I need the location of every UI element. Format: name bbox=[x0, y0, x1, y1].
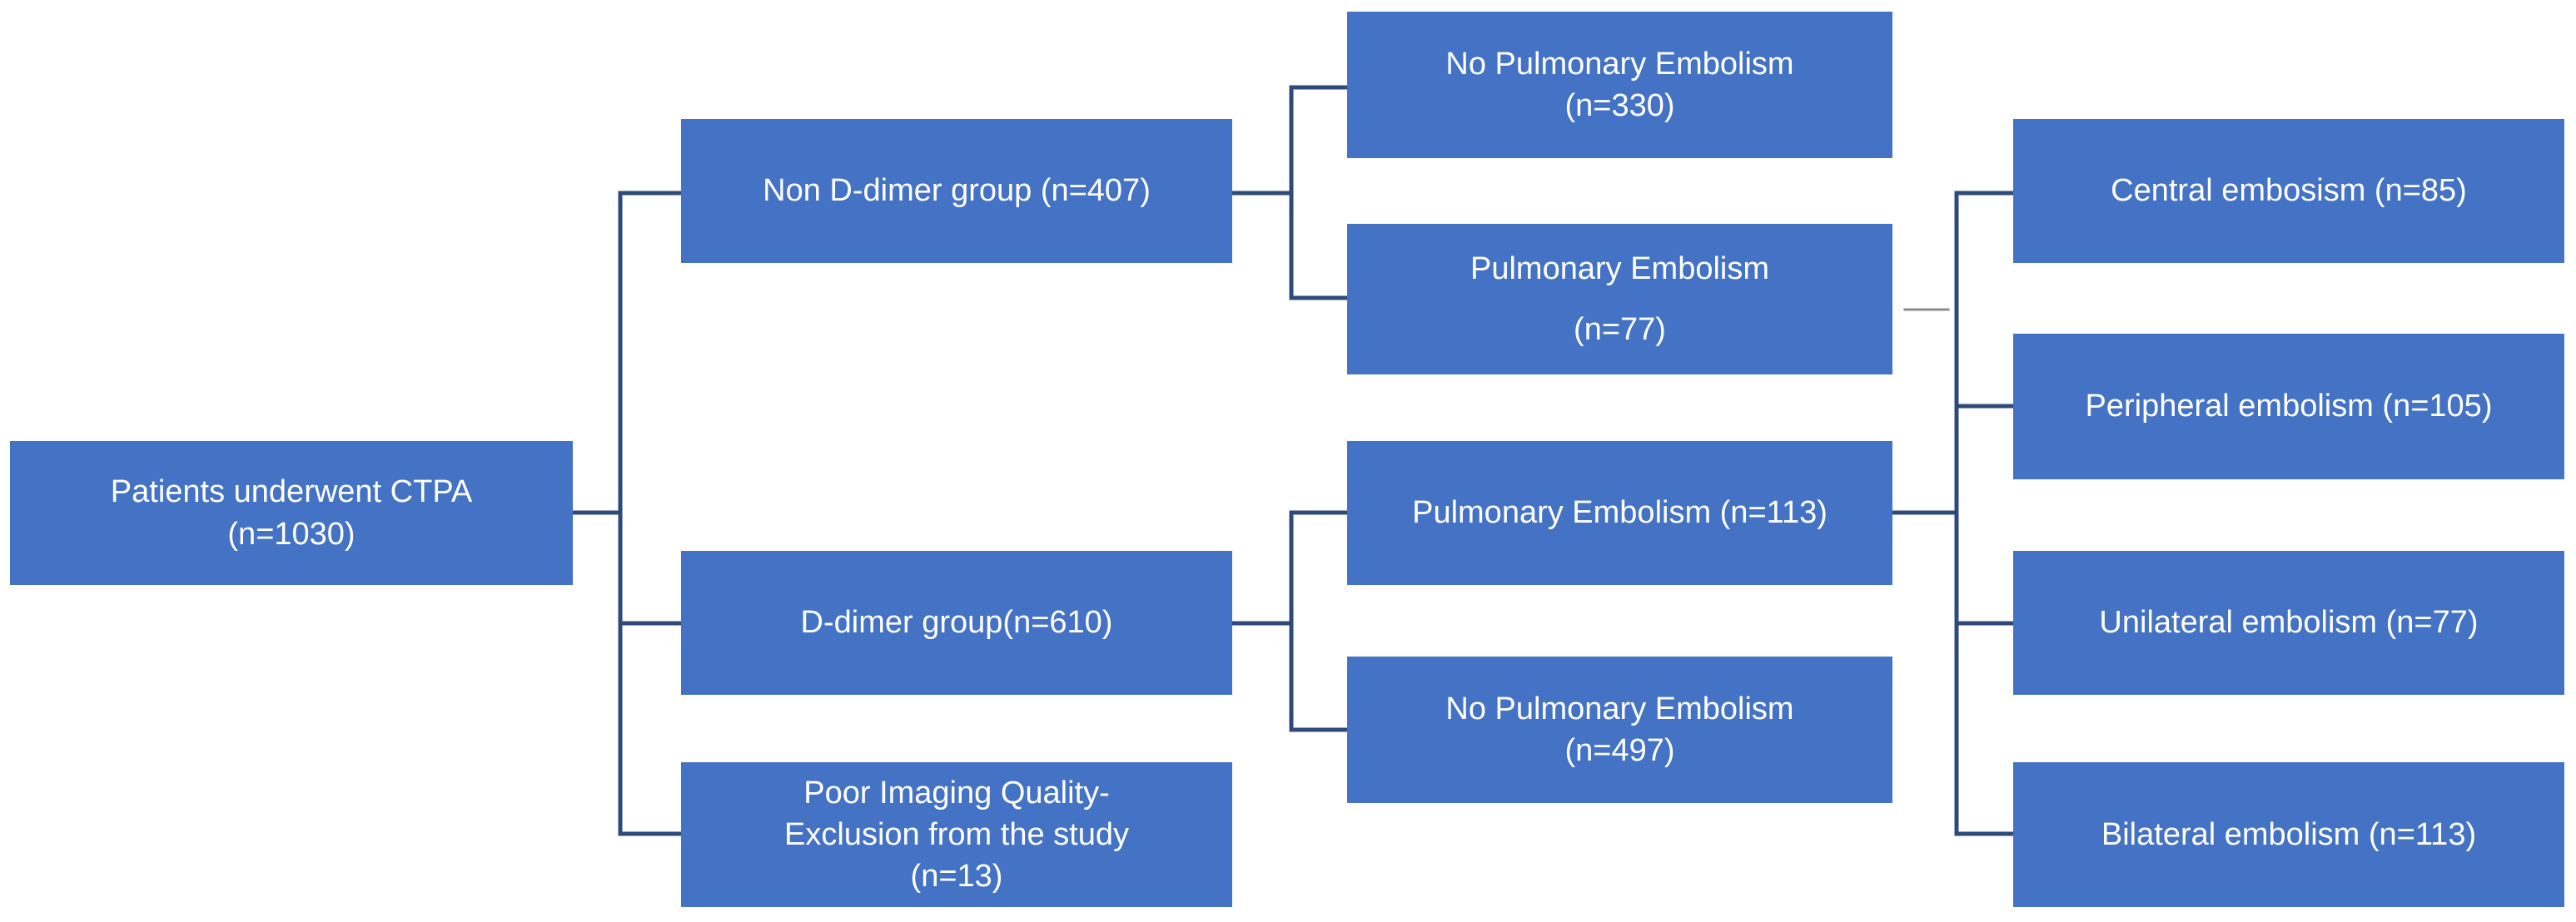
pe-77-count: (n=77) bbox=[1574, 311, 1666, 347]
no-pe-330-label: No Pulmonary Embolism bbox=[1445, 46, 1794, 82]
poor-quality-exclusion-box: Poor Imaging Quality- Exclusion from the… bbox=[681, 762, 1232, 907]
unilateral-embolism-box: Unilateral embolism (n=77) bbox=[2013, 551, 2564, 695]
unilateral-embolism-label: Unilateral embolism (n=77) bbox=[2099, 605, 2479, 641]
root-box: Patients underwent CTPA (n=1030) bbox=[10, 441, 573, 585]
non-ddimer-group-box: Non D-dimer group (n=407) bbox=[681, 119, 1232, 263]
no-pe-497-box: No Pulmonary Embolism (n=497) bbox=[1347, 657, 1892, 803]
no-pe-497-label: No Pulmonary Embolism bbox=[1445, 691, 1794, 726]
pe-113-box: Pulmonary Embolism (n=113) bbox=[1347, 441, 1892, 585]
bilateral-embolism-box: Bilateral embolism (n=113) bbox=[2013, 762, 2564, 907]
ddimer-group-label: D-dimer group(n=610) bbox=[800, 605, 1113, 641]
central-embolism-label: Central embosism (n=85) bbox=[2111, 173, 2467, 209]
non-ddimer-group-label: Non D-dimer group (n=407) bbox=[763, 173, 1151, 209]
ddimer-group-box: D-dimer group(n=610) bbox=[681, 551, 1232, 695]
root-count: (n=1030) bbox=[227, 516, 356, 552]
poor-quality-line1: Poor Imaging Quality- bbox=[803, 775, 1110, 810]
peripheral-embolism-label: Peripheral embolism (n=105) bbox=[2085, 389, 2493, 424]
poor-quality-line2: Exclusion from the study bbox=[784, 816, 1129, 852]
root-title: Patients underwent CTPA bbox=[110, 474, 473, 510]
no-pe-330-count: (n=330) bbox=[1564, 88, 1675, 123]
no-pe-497-count: (n=497) bbox=[1564, 733, 1675, 768]
poor-quality-count: (n=13) bbox=[910, 859, 1003, 895]
central-embolism-box: Central embosism (n=85) bbox=[2013, 119, 2564, 263]
no-pe-330-box: No Pulmonary Embolism (n=330) bbox=[1347, 12, 1892, 158]
bilateral-embolism-label: Bilateral embolism (n=113) bbox=[2101, 816, 2477, 852]
pe-77-box: Pulmonary Embolism (n=77) bbox=[1347, 224, 1892, 374]
pe-77-label: Pulmonary Embolism bbox=[1470, 251, 1769, 287]
pe-113-label: Pulmonary Embolism (n=113) bbox=[1412, 495, 1828, 531]
peripheral-embolism-box: Peripheral embolism (n=105) bbox=[2013, 334, 2564, 479]
